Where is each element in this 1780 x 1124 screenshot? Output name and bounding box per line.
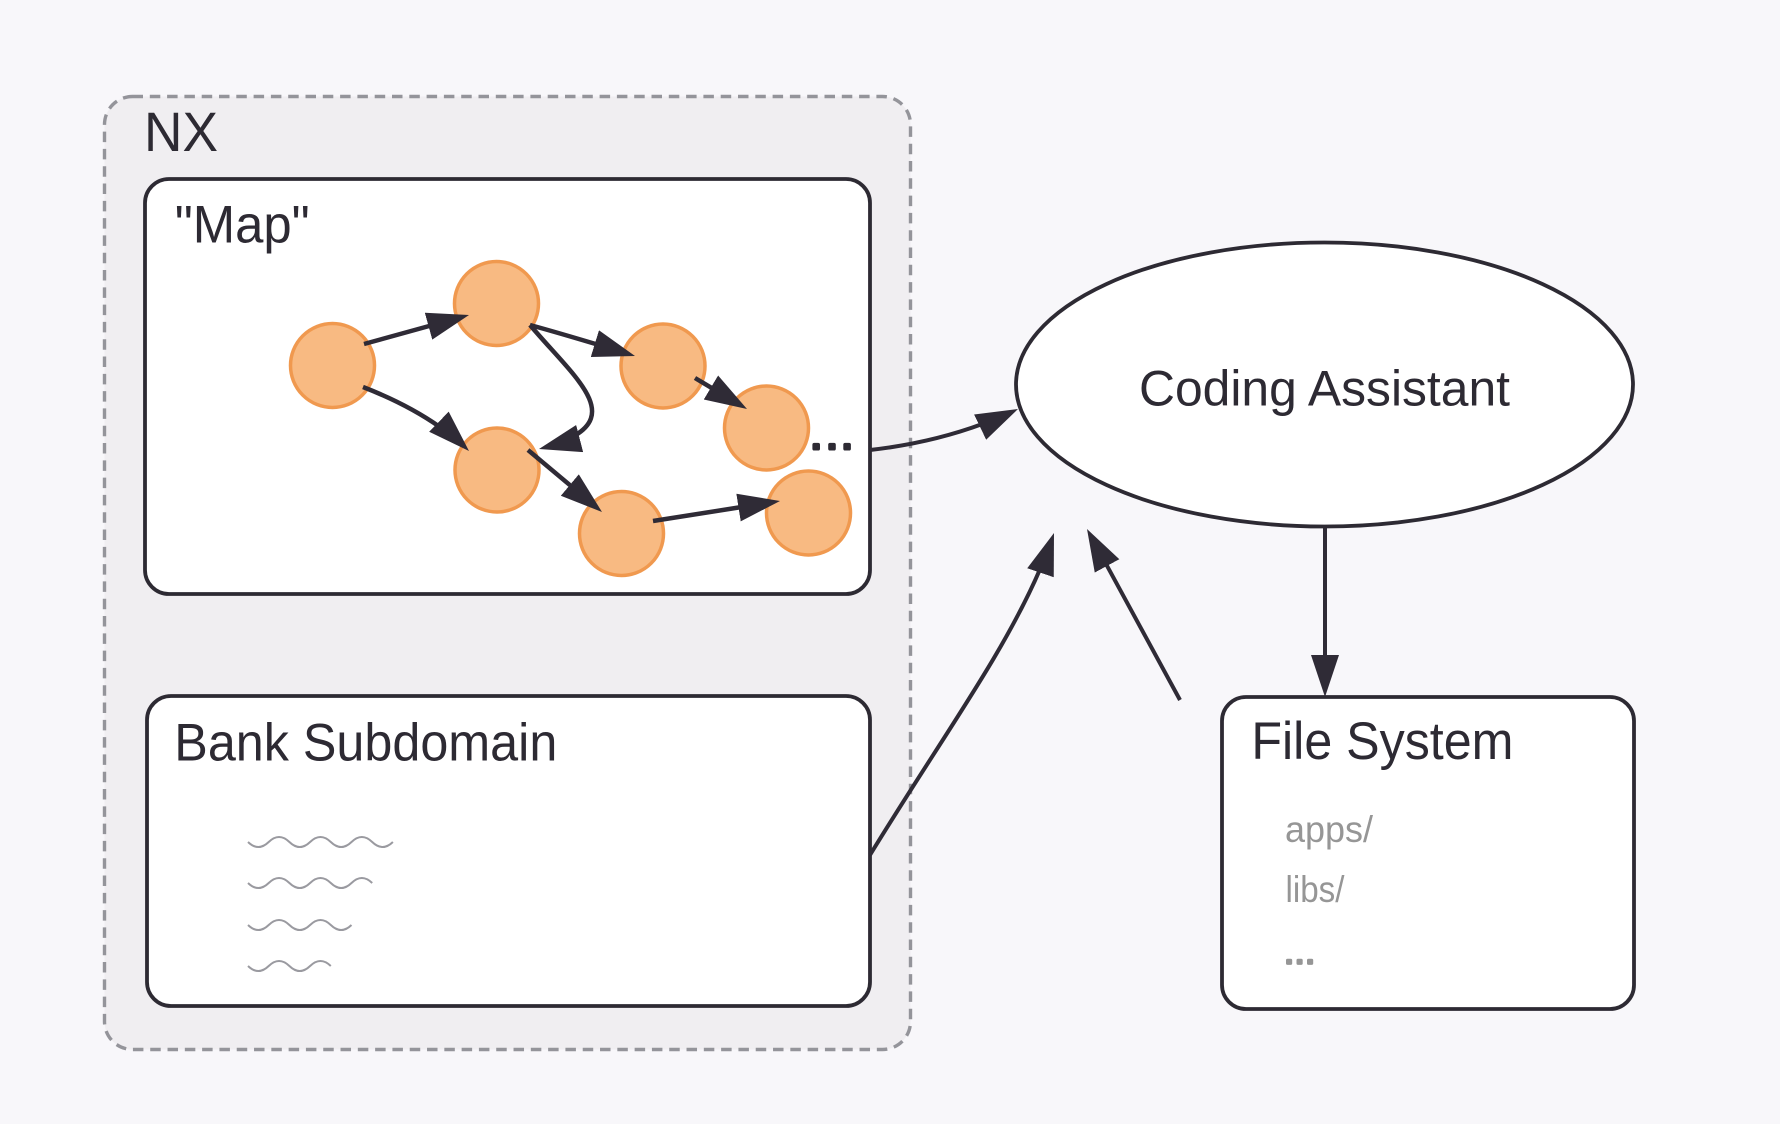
svg-text:File System: File System xyxy=(1251,712,1513,771)
svg-text:Bank Subdomain: Bank Subdomain xyxy=(174,714,557,773)
svg-text:libs/: libs/ xyxy=(1286,869,1346,910)
svg-text:"Map": "Map" xyxy=(175,196,310,255)
svg-text:NX: NX xyxy=(144,100,218,163)
svg-text:apps/: apps/ xyxy=(1285,809,1374,850)
svg-text:Coding Assistant: Coding Assistant xyxy=(1139,360,1510,417)
